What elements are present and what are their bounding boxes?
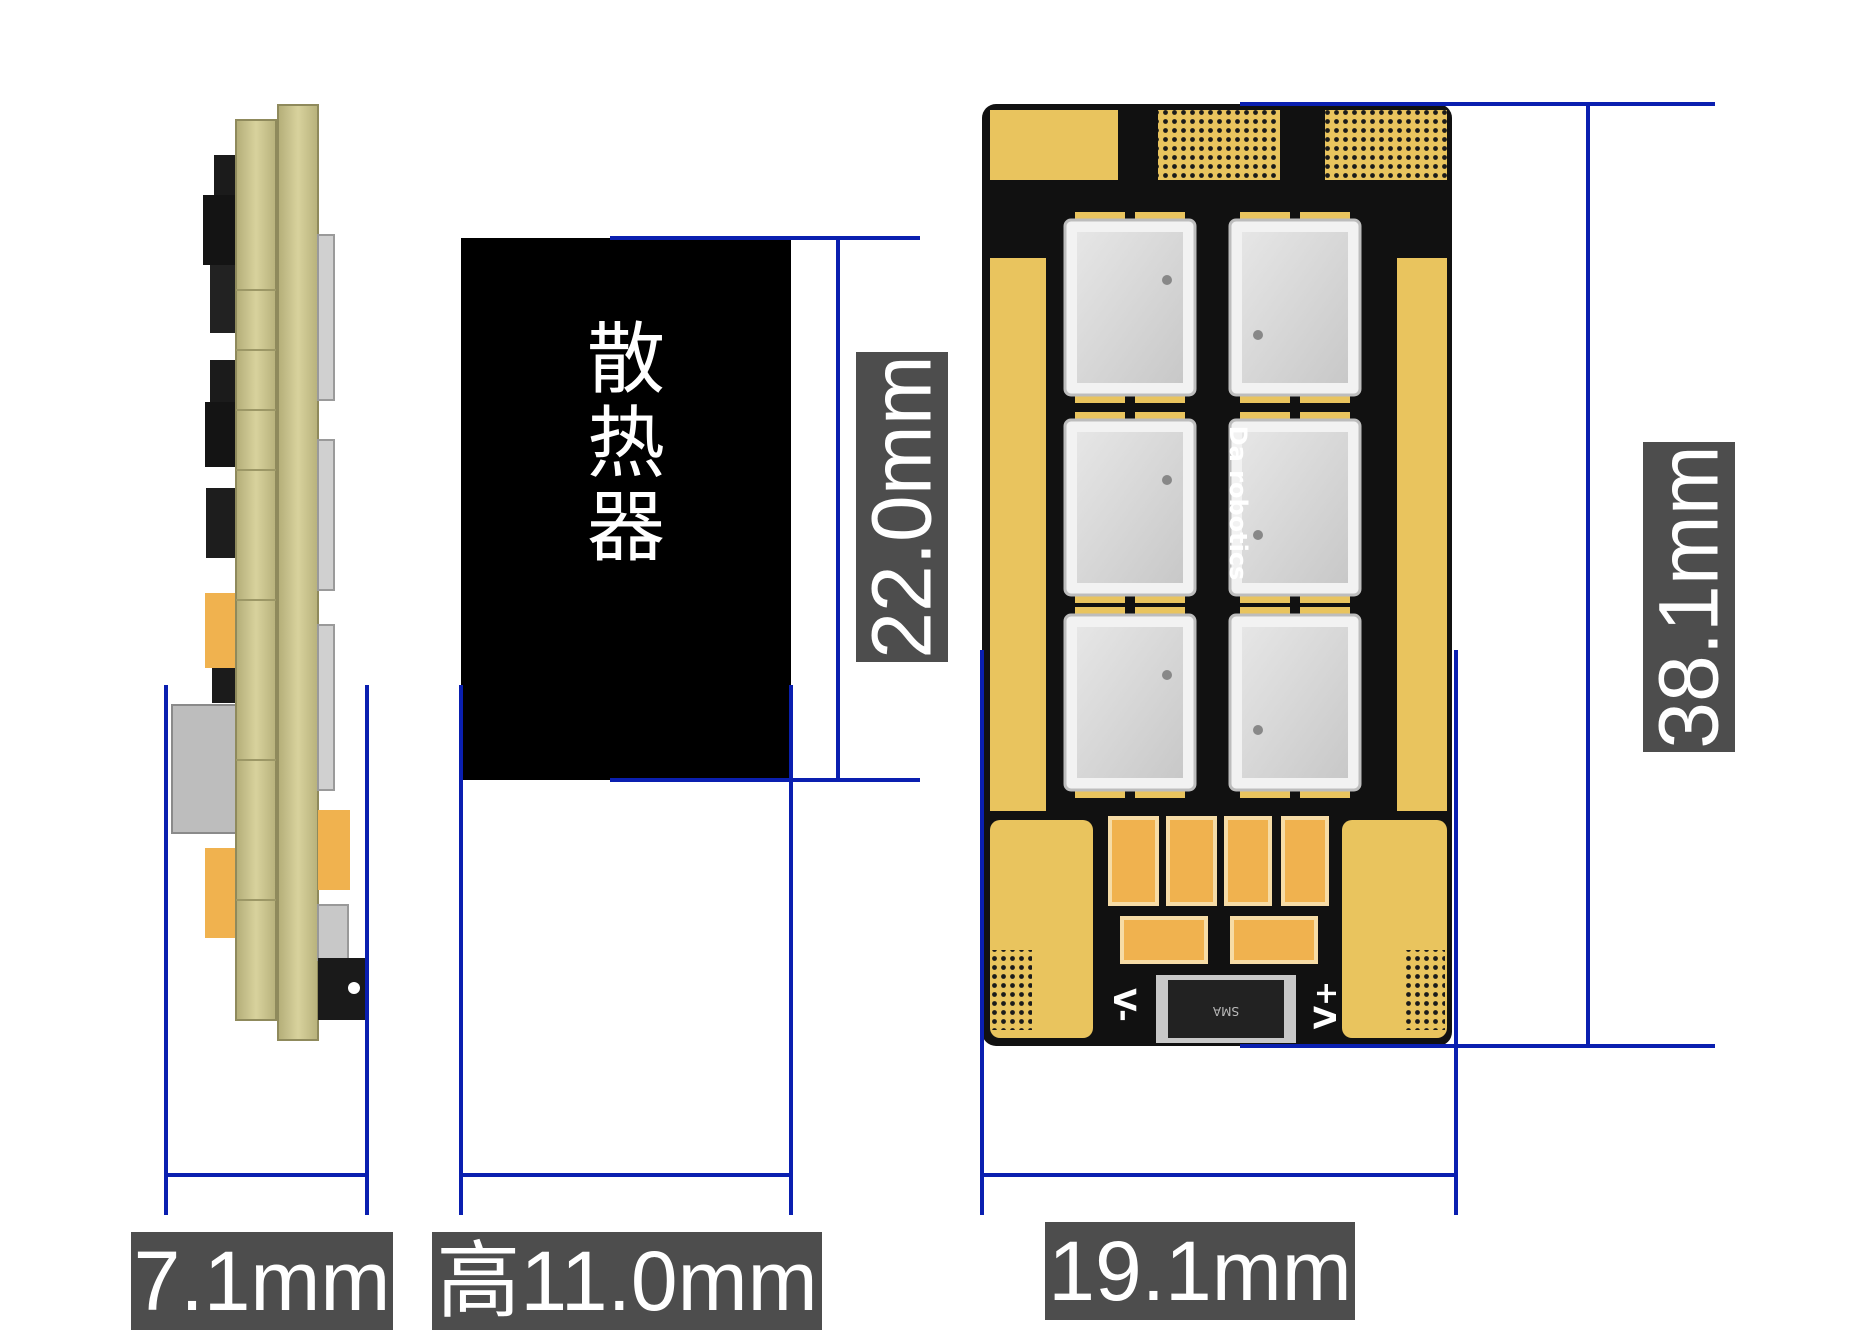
mosfet-grid — [1063, 212, 1362, 798]
side-view-board — [171, 104, 368, 1041]
heatsink-char-2: 热 — [586, 399, 665, 490]
thickness-label: 7.1mm — [131, 1232, 393, 1330]
heatsink-char-3: 器 — [586, 483, 665, 574]
heatsink-char-1: 散 — [586, 315, 665, 405]
v-minus-label: V- — [1106, 988, 1141, 1022]
capacitor-row — [1108, 816, 1329, 964]
mosfet-1 — [1063, 212, 1197, 403]
board-length-text: 38.1mm — [1642, 445, 1736, 749]
mosfet-2 — [1228, 212, 1362, 403]
heatsink-label: 散 热 器 — [571, 318, 681, 571]
dimension-lines — [164, 102, 1715, 1215]
board-length-label: 38.1mm — [1642, 442, 1736, 752]
diode-marking: SMA — [1212, 1004, 1240, 1018]
mosfet-4 — [1228, 412, 1362, 603]
mosfet-5 — [1063, 607, 1197, 798]
heatsink-block — [461, 238, 791, 780]
heatsink-length-text: 22.0mm — [855, 355, 949, 659]
pcb-top-view — [982, 104, 1452, 1046]
silkscreen-logo: Da robotics — [1224, 425, 1252, 581]
heatsink-length-label: 22.0mm — [855, 352, 949, 662]
mosfet-3 — [1063, 412, 1197, 603]
heatsink-height-label: 高11.0mm — [432, 1232, 822, 1330]
board-width-label: 19.1mm — [1045, 1222, 1355, 1320]
v-plus-label: V+ — [1309, 980, 1344, 1030]
mosfet-6 — [1228, 607, 1362, 798]
